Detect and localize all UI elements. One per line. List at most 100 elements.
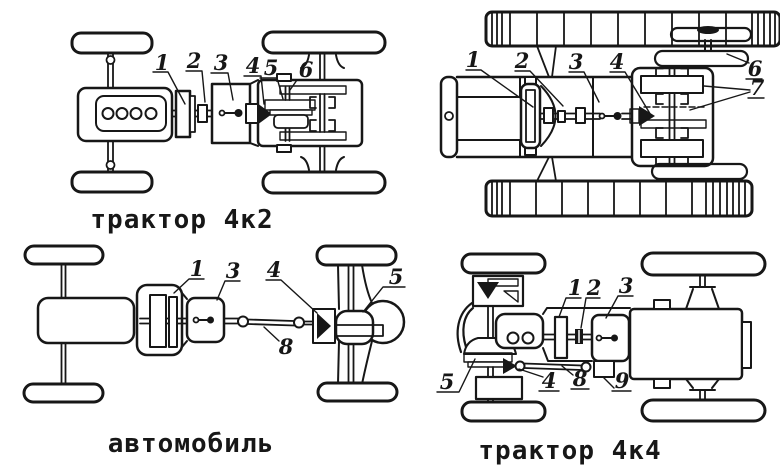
callout-1: 1	[568, 275, 583, 300]
gearbox	[185, 296, 226, 344]
callouts-tractor-4k2: 1 2 3 4 5 6	[152, 48, 314, 105]
driveshaft	[237, 315, 315, 329]
callout-5: 5	[440, 369, 455, 394]
callout-4: 4	[542, 368, 557, 393]
callout-9: 9	[615, 368, 630, 393]
callout-5: 5	[264, 55, 279, 80]
side-clutch	[640, 139, 704, 158]
bevel-pinion	[257, 103, 272, 125]
callout-5: 5	[389, 264, 404, 289]
front-wheel	[23, 244, 105, 266]
axle-flange	[309, 119, 317, 132]
front-wheel	[70, 31, 154, 55]
callout-3: 3	[569, 49, 584, 74]
front-wheel	[460, 252, 547, 275]
front-driveshaft	[514, 360, 592, 373]
callout-2: 2	[586, 275, 602, 300]
front-wheel-drive	[471, 274, 525, 308]
side-clutch	[640, 75, 704, 94]
bevel-pinion	[639, 106, 655, 126]
rear-axle	[312, 263, 406, 385]
caption-tractor-4k4: трактор 4к4	[478, 436, 661, 466]
steering-knuckle	[105, 160, 116, 170]
cylinder	[101, 107, 115, 120]
u-joint	[237, 315, 249, 328]
front-axle	[60, 263, 67, 385]
caption-tractor-4k2: трактор 4к2	[90, 205, 273, 235]
clutch	[149, 294, 178, 348]
callouts-tractor-4k4: 1 2 3 5 4 8 9	[436, 273, 634, 394]
coupling-shaft	[539, 107, 601, 124]
body-bottom-line	[542, 347, 593, 362]
caption-automobile: автомобиль	[108, 429, 275, 459]
crown-gear	[640, 119, 707, 129]
rear-wheel	[315, 244, 398, 267]
callouts-automobile: 1 3 4 5 8	[173, 256, 406, 359]
front-fender	[456, 301, 475, 354]
u-joint	[293, 316, 305, 329]
track-frame-links	[536, 45, 557, 182]
front-wheel	[460, 400, 547, 423]
pinion-sleeve	[245, 103, 259, 124]
tractor-4k2-diagram: 1 2 3 4 5 6 трактор 4к2	[70, 30, 387, 235]
bevel-gear	[503, 290, 519, 303]
callout-4: 4	[610, 49, 625, 74]
gear-lever-icon	[192, 316, 214, 324]
callout-4: 4	[267, 257, 282, 282]
callouts-crawler: 1 2 3 4 6 7	[465, 47, 765, 118]
final-drive-gear	[650, 162, 749, 181]
tractor-4k4-diagram: 1 2 3 5 4 8 9 трактор 4к4	[436, 251, 767, 466]
cylinder	[506, 331, 520, 345]
callout-8: 8	[278, 334, 294, 359]
engine	[36, 296, 136, 345]
callout-7: 7	[750, 75, 765, 100]
rear-wheel	[640, 398, 767, 423]
rear-wheel	[316, 381, 399, 403]
final-drive-gear	[653, 49, 750, 68]
differential	[334, 309, 375, 346]
automobile-diagram: 1 3 4 5 8 автомобиль	[22, 244, 406, 459]
callout-6: 6	[299, 57, 314, 82]
callout-3: 3	[226, 258, 241, 283]
cylinder	[521, 331, 535, 345]
callout-4: 4	[246, 53, 261, 78]
bevel-pinion	[503, 358, 517, 374]
callout-1: 1	[190, 256, 205, 281]
gear-lever-icon	[595, 334, 618, 342]
u-joint	[514, 360, 526, 372]
shaft-coupling	[557, 110, 566, 123]
final-drives	[650, 26, 753, 181]
cylinder	[115, 107, 129, 120]
clutch	[174, 89, 196, 139]
final-drive-gear	[279, 131, 347, 141]
bevel-pinion	[477, 282, 499, 299]
differential	[273, 114, 309, 129]
steering-knuckle	[105, 55, 116, 65]
clutch	[553, 315, 569, 360]
callout-1: 1	[155, 50, 170, 75]
u-joint	[580, 361, 592, 373]
bell-housing	[540, 85, 557, 147]
callout-2: 2	[186, 48, 202, 73]
axle-flange	[328, 96, 336, 109]
rear-wheel	[261, 30, 387, 55]
rear-transmission	[629, 66, 715, 168]
crawler-tractor-diagram: 1 2 3 4 6 7	[439, 10, 780, 218]
callout-2: 2	[514, 48, 530, 73]
gearbox	[590, 313, 631, 363]
callout-8: 8	[572, 366, 588, 391]
callout-6: 6	[748, 56, 763, 81]
axle-flange	[309, 96, 317, 109]
shaft-coupling	[575, 107, 586, 124]
shaft-coupling	[543, 107, 554, 124]
callout-1: 1	[466, 47, 481, 72]
rear-wheel	[261, 170, 387, 195]
axle-bracket	[474, 375, 524, 401]
cylinder	[129, 107, 143, 120]
clutch	[519, 76, 557, 156]
axle-flange	[328, 119, 336, 132]
gear-lever-icon	[218, 109, 243, 117]
rear-axle-housing	[245, 73, 364, 153]
rear-axle-housing	[628, 272, 752, 403]
